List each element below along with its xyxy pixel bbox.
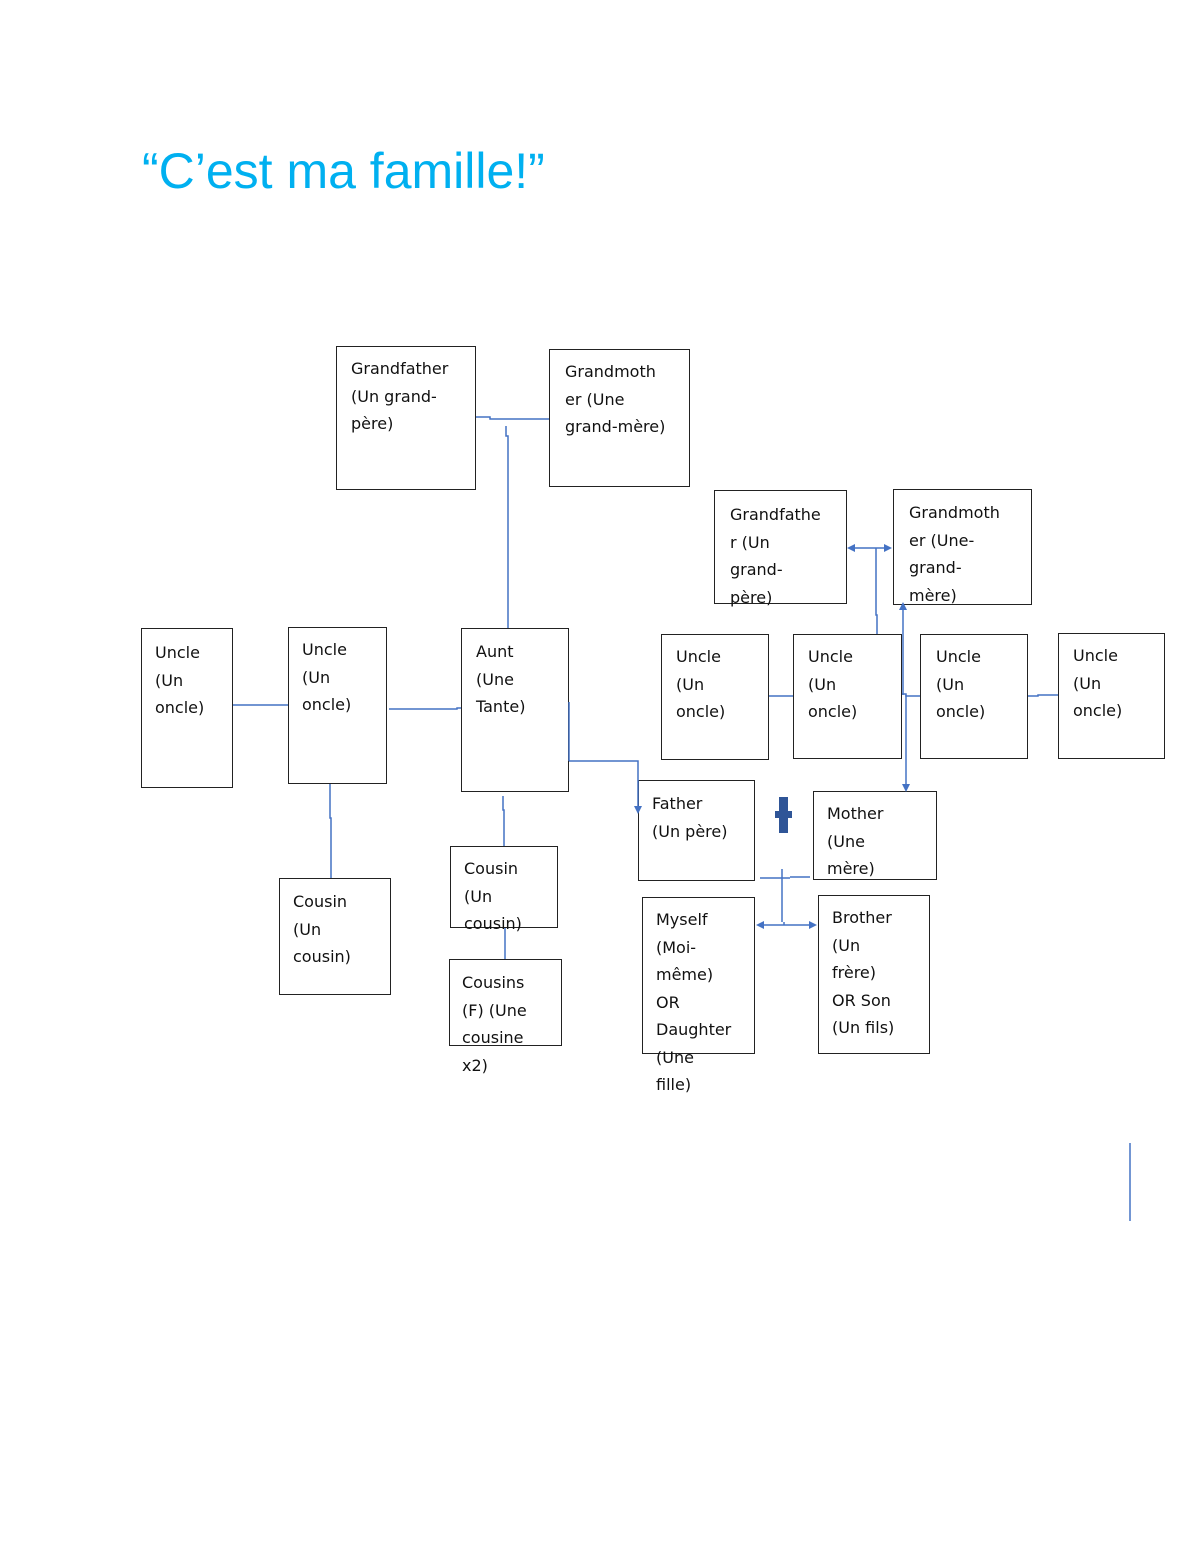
node-grandmother-paternal [549,349,690,487]
node-cousins-f [449,959,562,1046]
node-cousin-1-label: Cousin (Un cousin) [293,892,351,966]
node-grandfather-paternal [336,346,476,490]
node-myself-label: Myself (Moi- même) OR Daughter (Une fill… [656,910,732,1094]
node-mother-label: Mother (Une mère) [827,804,884,878]
node-uncle-3-label: Uncle (Un oncle) [676,647,726,721]
node-grandmother-maternal [893,489,1032,605]
node-grandfather-maternal [714,490,847,604]
plus-icon [775,797,792,833]
node-grandfather-paternal-label: Grandfather (Un grand- père) [351,359,449,433]
node-uncle-1 [141,628,233,788]
node-uncle-2 [288,627,387,784]
node-brother-label: Brother (Un frère) OR Son (Un fils) [832,908,895,1037]
node-brother [818,895,930,1054]
node-grandfather-maternal-label: Grandfathe r (Un grand- père) [730,505,821,607]
node-cousin-2-label: Cousin (Un cousin) [464,859,522,933]
node-uncle-5-label: Uncle (Un oncle) [936,647,986,721]
node-grandmother-maternal-label: Grandmoth er (Une- grand- mère) [909,503,1000,605]
node-uncle-3 [661,634,769,760]
node-myself [642,897,755,1054]
node-uncle-6-label: Uncle (Un oncle) [1073,646,1123,720]
node-mother [813,791,937,880]
node-uncle-5 [920,634,1028,759]
node-uncle-2-label: Uncle (Un oncle) [302,640,352,714]
node-cousin-1 [279,878,391,995]
node-uncle-1-label: Uncle (Un oncle) [155,643,205,717]
node-cousin-2 [450,846,558,928]
node-uncle-4 [793,634,902,759]
page-title: “C’est ma famille!” [142,143,545,199]
node-cousins-f-label: Cousins (F) (Une cousine x2) [462,973,527,1075]
node-uncle-4-label: Uncle (Un oncle) [808,647,858,721]
node-aunt-label: Aunt (Une Tante) [476,642,526,716]
node-uncle-6 [1058,633,1165,759]
node-father [638,780,755,881]
node-father-label: Father (Un père) [652,794,728,841]
node-grandmother-paternal-label: Grandmoth er (Une grand-mère) [565,362,666,436]
